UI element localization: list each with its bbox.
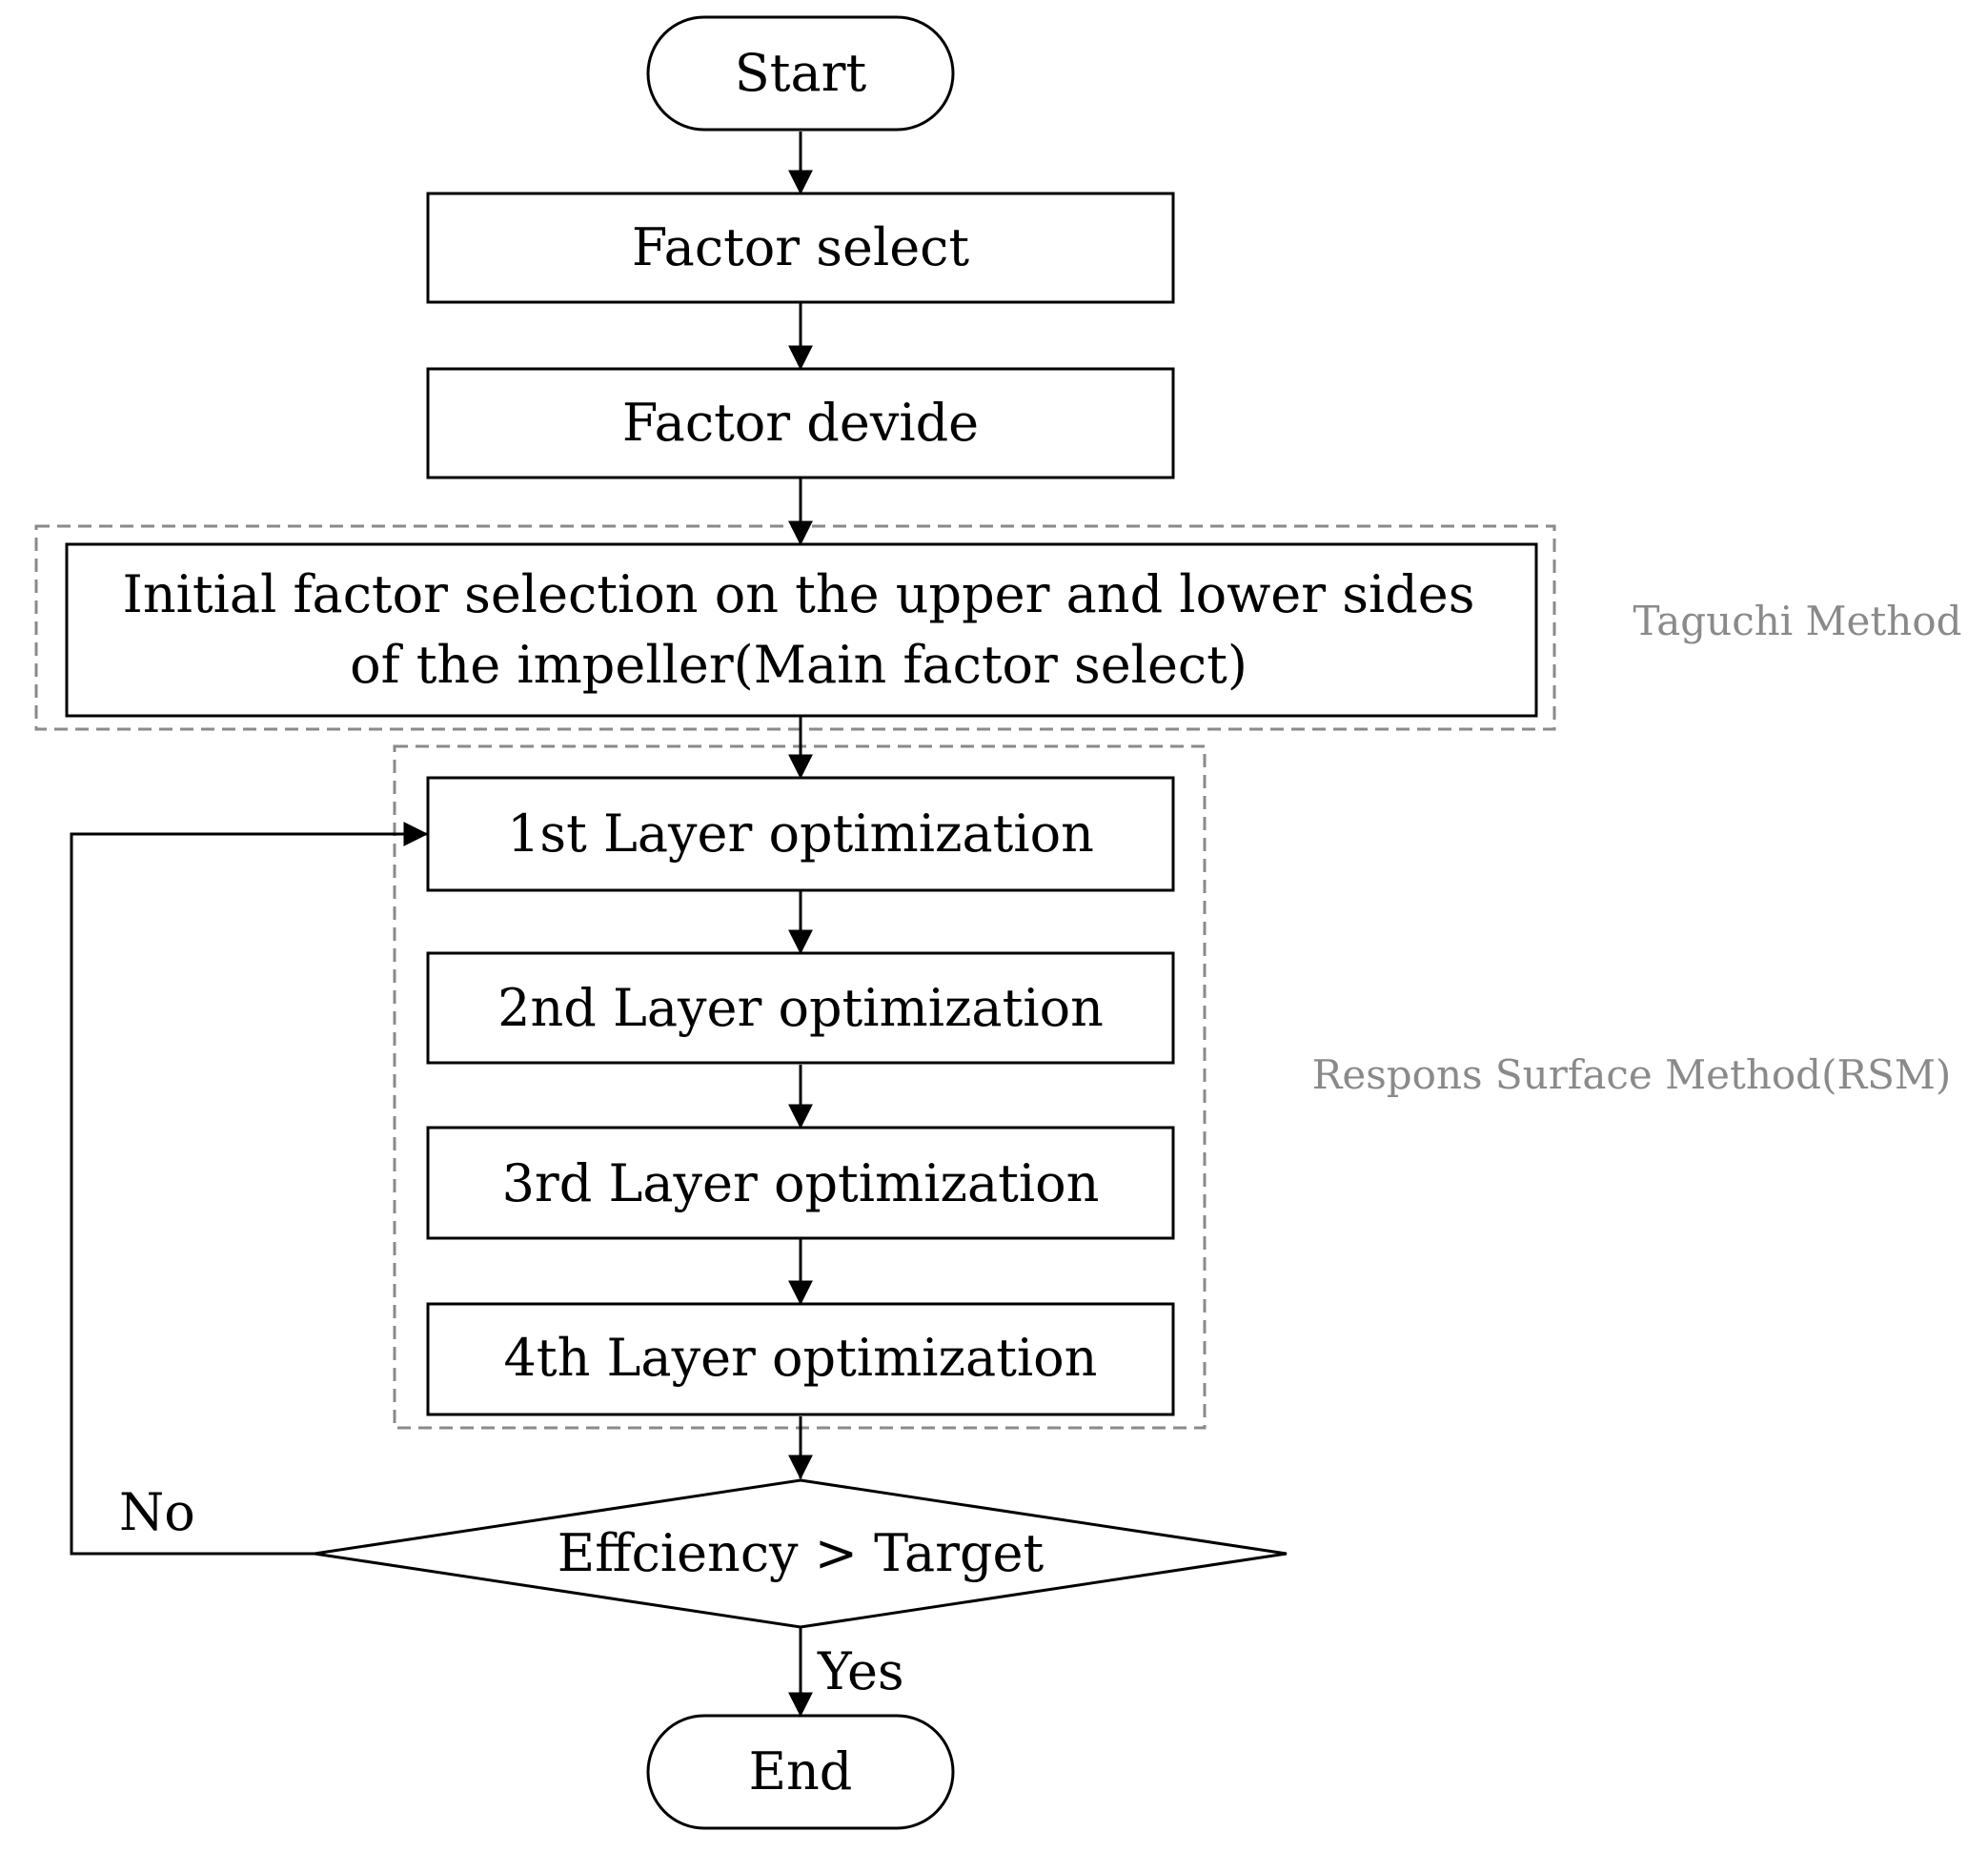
layer2-optimization-label: 2nd Layer optimization	[497, 978, 1104, 1038]
rsm-method-label: Respons Surface Method(RSM)	[1312, 1051, 1952, 1098]
layer1-optimization-label: 1st Layer optimization	[507, 804, 1094, 864]
layer4-optimization-label: 4th Layer optimization	[504, 1328, 1098, 1388]
layer2-optimization-box	[426, 951, 1175, 1065]
start-label: Start	[735, 43, 867, 103]
factor-select-box	[426, 192, 1175, 304]
efficiency-decision-label: Effciency > Target	[558, 1523, 1045, 1583]
end-label: End	[749, 1741, 853, 1801]
yes-label: Yes	[817, 1641, 904, 1701]
end-terminal	[646, 1714, 955, 1830]
factor-select-label: Factor select	[632, 217, 970, 277]
layer3-optimization-label: 3rd Layer optimization	[502, 1153, 1100, 1213]
efficiency-decision-diamond	[314, 1478, 1288, 1629]
initial-factor-selection-line2: of the impeller(Main factor select)	[350, 635, 1248, 695]
factor-devide-box	[426, 367, 1175, 479]
layer1-optimization-box	[426, 776, 1175, 892]
factor-devide-label: Factor devide	[622, 393, 979, 453]
no-label: No	[119, 1482, 195, 1542]
start-terminal	[646, 15, 955, 132]
layer3-optimization-box	[426, 1126, 1175, 1240]
edge-decision-no-loop	[70, 822, 429, 1556]
taguchi-method-label: Taguchi Method	[1633, 598, 1961, 644]
initial-factor-selection-line1: Initial factor selection on the upper an…	[123, 564, 1475, 624]
initial-factor-selection-box	[65, 542, 1538, 718]
layer4-optimization-box	[426, 1302, 1175, 1416]
